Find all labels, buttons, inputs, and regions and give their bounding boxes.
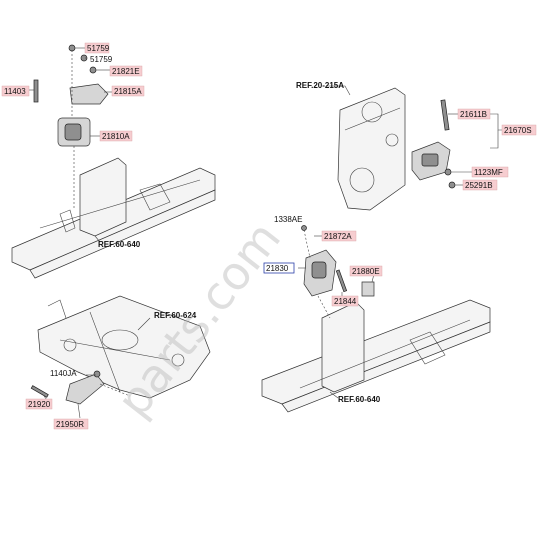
highlight-21844 xyxy=(331,295,359,307)
subframe xyxy=(37,295,211,399)
label-21670s[interactable]: 21670S xyxy=(504,126,532,135)
highlight-11403 xyxy=(1,85,30,97)
group-top-right xyxy=(326,85,502,211)
label-21880e[interactable]: 21880E xyxy=(352,267,380,276)
highlight-21670s xyxy=(501,124,537,136)
highlight-21611b xyxy=(457,108,491,120)
highlight-21830-selected xyxy=(263,262,295,274)
highlight-25291b xyxy=(462,179,498,191)
highlight-21821e xyxy=(109,65,143,77)
label-21815a[interactable]: 21815A xyxy=(114,87,142,96)
group-bottom-left xyxy=(30,295,211,419)
mount-bracket-21815a xyxy=(69,83,109,105)
side-member-frame-right xyxy=(261,299,491,405)
label-21821e[interactable]: 21821E xyxy=(112,67,140,76)
label-25291b[interactable]: 25291B xyxy=(465,181,493,190)
label-1123mf[interactable]: 1123MF xyxy=(474,168,503,177)
highlight-21880e xyxy=(349,265,383,277)
bracket-tower-left xyxy=(79,157,127,237)
highlight-21815a xyxy=(111,85,145,97)
highlight-51759-a xyxy=(84,42,110,54)
label-21611b[interactable]: 21611B xyxy=(460,110,487,119)
label-11403[interactable]: 11403 xyxy=(4,87,26,96)
label-21950r[interactable]: 21950R xyxy=(56,420,84,429)
highlight-21920 xyxy=(25,398,53,410)
label-1338ae[interactable]: 1338AE xyxy=(274,215,302,224)
group-top-left xyxy=(11,44,216,279)
ref-60-640-top[interactable]: REF.60-640 xyxy=(98,240,141,249)
label-21872a[interactable]: 21872A xyxy=(324,232,352,241)
highlight-21872a xyxy=(321,230,357,242)
roll-rod-21950r xyxy=(65,373,105,405)
highlight-21950r xyxy=(53,418,89,430)
ref-60-640-bottom[interactable]: REF.60-640 xyxy=(338,395,381,404)
group-mid-right xyxy=(261,225,491,413)
label-21844[interactable]: 21844 xyxy=(334,297,357,306)
timing-cover xyxy=(337,87,406,211)
ref-20-215a[interactable]: REF.20-215A xyxy=(296,81,344,90)
label-21830[interactable]: 21830 xyxy=(266,264,289,273)
label-51759-a[interactable]: 51759 xyxy=(87,44,110,53)
side-member-frame-left-lower xyxy=(29,189,216,279)
bracket-tower-right xyxy=(321,301,365,393)
part-labels: 51759 51759 21821E 11403 21815A 21810A R… xyxy=(1,42,537,430)
label-51759-b[interactable]: 51759 xyxy=(90,55,113,64)
label-21920[interactable]: 21920 xyxy=(28,400,51,409)
highlight-1123mf xyxy=(471,166,509,178)
label-21810a[interactable]: 21810A xyxy=(102,132,130,141)
label-1140ja[interactable]: 1140JA xyxy=(50,369,77,378)
ref-60-624[interactable]: REF.60-624 xyxy=(154,311,197,320)
highlight-21810a xyxy=(99,130,133,142)
